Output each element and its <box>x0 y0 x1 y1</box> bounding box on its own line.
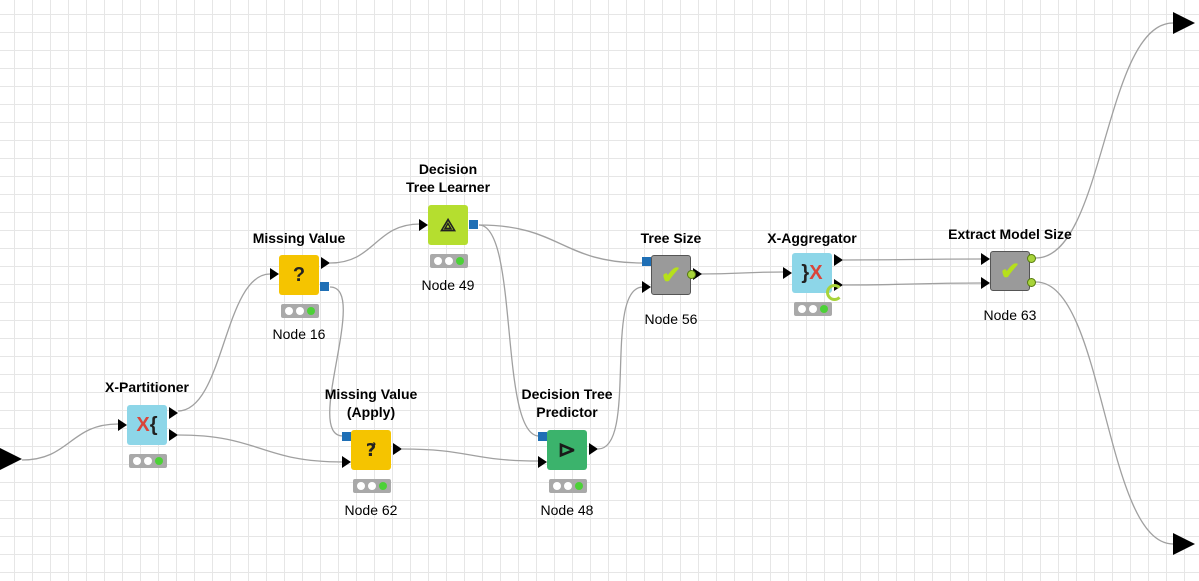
node-title: Decision Tree Predictor <box>521 386 613 420</box>
input-port[interactable] <box>342 456 351 468</box>
connection-xagg-to-ems-1[interactable] <box>842 258 983 261</box>
workflow-output-port-top-icon[interactable] <box>1173 12 1195 34</box>
status-traffic-light <box>129 454 167 468</box>
loop-refresh-icon <box>826 284 843 301</box>
decision-tree-learner-icon[interactable]: ⟁ <box>428 205 468 245</box>
connection-xpart-to-mva[interactable] <box>177 434 344 463</box>
workflow-input-port-icon[interactable] <box>0 448 22 470</box>
flow-variable-output-port-1[interactable] <box>1027 254 1036 263</box>
node-title: Tree Size <box>640 230 702 246</box>
status-traffic-light <box>794 302 832 316</box>
missing-value-icon[interactable]: ? <box>279 255 319 295</box>
input-port[interactable] <box>642 281 651 293</box>
connection-mva-to-dtp[interactable] <box>401 448 540 462</box>
decision-tree-predictor-icon[interactable]: ⊳ <box>547 430 587 470</box>
connection-dtp-to-ts[interactable] <box>597 286 644 450</box>
output-port-1[interactable] <box>169 407 178 419</box>
connection-mv-model-to-mva[interactable] <box>329 286 344 437</box>
status-traffic-light <box>353 479 391 493</box>
input-port[interactable] <box>118 419 127 431</box>
extract-model-size-icon[interactable]: ✔ <box>990 251 1030 291</box>
connection-dtl-to-ts[interactable] <box>478 224 644 264</box>
workflow-output-port-bottom-icon[interactable] <box>1173 533 1195 555</box>
output-port[interactable] <box>321 257 330 269</box>
node-id: Node 49 <box>421 277 475 293</box>
node-id: Node 16 <box>272 326 326 342</box>
connection-ems-to-out-bottom[interactable] <box>1035 281 1174 545</box>
output-port[interactable] <box>589 443 598 455</box>
status-traffic-light <box>281 304 319 318</box>
status-traffic-light <box>549 479 587 493</box>
node-title: Decision Tree Learner <box>405 161 491 195</box>
connection-xpart-to-mv[interactable] <box>177 273 271 412</box>
node-id: Node 48 <box>540 502 594 518</box>
node-id: Node 62 <box>344 502 398 518</box>
input-port[interactable] <box>270 268 279 280</box>
connection-dtl-to-dtp[interactable] <box>478 224 540 437</box>
node-title: X-Aggregator <box>767 230 857 246</box>
input-port[interactable] <box>419 219 428 231</box>
flow-variable-output-port-2[interactable] <box>1027 278 1036 287</box>
node-title: Missing Value (Apply) <box>324 386 418 420</box>
status-traffic-light <box>430 254 468 268</box>
tree-size-icon[interactable]: ✔ <box>651 255 691 295</box>
x-aggregator-icon[interactable]: }X <box>792 253 832 293</box>
node-id: Node 56 <box>644 311 698 327</box>
missing-value-apply-icon[interactable]: ?⃗ <box>351 430 391 470</box>
input-model-port[interactable] <box>538 432 547 441</box>
x-partitioner-icon[interactable]: X{ <box>127 405 167 445</box>
output-port[interactable] <box>393 443 402 455</box>
connection-wf-in-to-xpart[interactable] <box>21 423 119 461</box>
input-port-1[interactable] <box>981 253 990 265</box>
input-port[interactable] <box>783 267 792 279</box>
output-port-1[interactable] <box>834 254 843 266</box>
node-title: Extract Model Size <box>948 226 1072 242</box>
output-port-2[interactable] <box>169 429 178 441</box>
flow-variable-output-port[interactable] <box>687 270 696 279</box>
input-model-port[interactable] <box>342 432 351 441</box>
output-model-port[interactable] <box>320 282 329 291</box>
node-title: X-Partitioner <box>104 379 189 395</box>
connection-mv-to-dtl[interactable] <box>329 223 421 264</box>
input-model-port[interactable] <box>642 257 651 266</box>
output-model-port[interactable] <box>469 220 478 229</box>
node-title: Missing Value <box>252 230 346 246</box>
input-port-2[interactable] <box>981 277 990 289</box>
connection-ems-to-out-top[interactable] <box>1035 22 1174 259</box>
node-id: Node 63 <box>983 307 1037 323</box>
connection-ts-to-xagg[interactable] <box>699 271 785 275</box>
input-port[interactable] <box>538 456 547 468</box>
connection-xagg-to-ems-2[interactable] <box>842 282 983 286</box>
output-port[interactable] <box>693 268 702 280</box>
